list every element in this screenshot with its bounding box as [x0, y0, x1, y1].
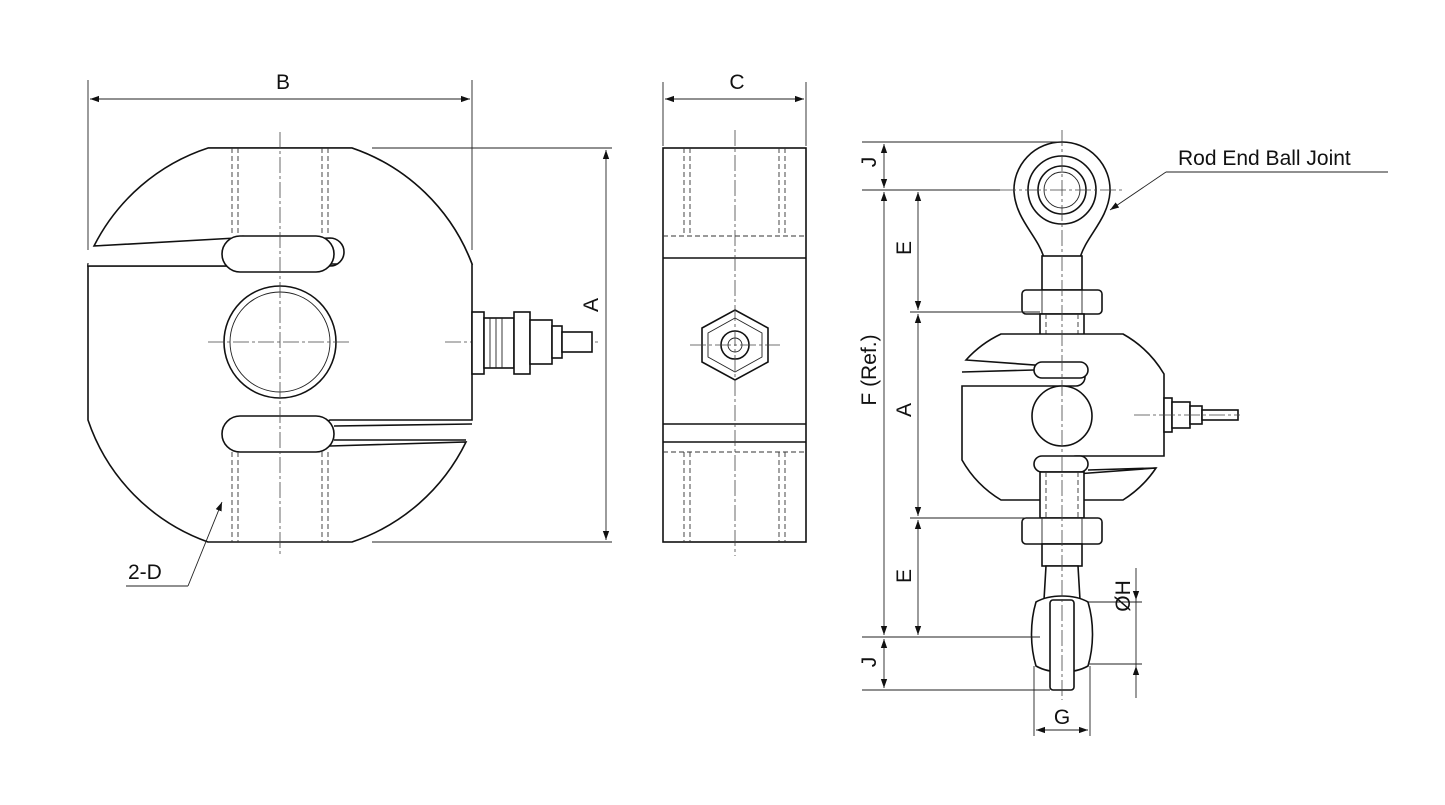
front-view	[87, 80, 612, 587]
rod-end-ball-joint-label: Rod End Ball Joint	[1178, 147, 1351, 170]
dim-j-bottom-label: J	[858, 657, 881, 668]
dim-g-label: G	[1054, 706, 1070, 729]
dim-e-top-label: E	[893, 241, 916, 255]
dim-2d-label: 2-D	[128, 561, 162, 584]
dim-b-label: B	[276, 71, 290, 94]
dim-h-diameter-label: ØH	[1112, 580, 1135, 612]
assembly-view	[862, 130, 1388, 736]
dim-c-label: C	[729, 71, 744, 94]
dim-j-top-label: J	[858, 157, 881, 168]
dim-a-side-label: A	[893, 403, 916, 417]
dim-a-front-label: A	[580, 298, 603, 312]
dim-e-bottom-label: E	[893, 569, 916, 583]
dim-f-ref-label: F (Ref.)	[858, 334, 881, 405]
side-view	[662, 82, 807, 556]
